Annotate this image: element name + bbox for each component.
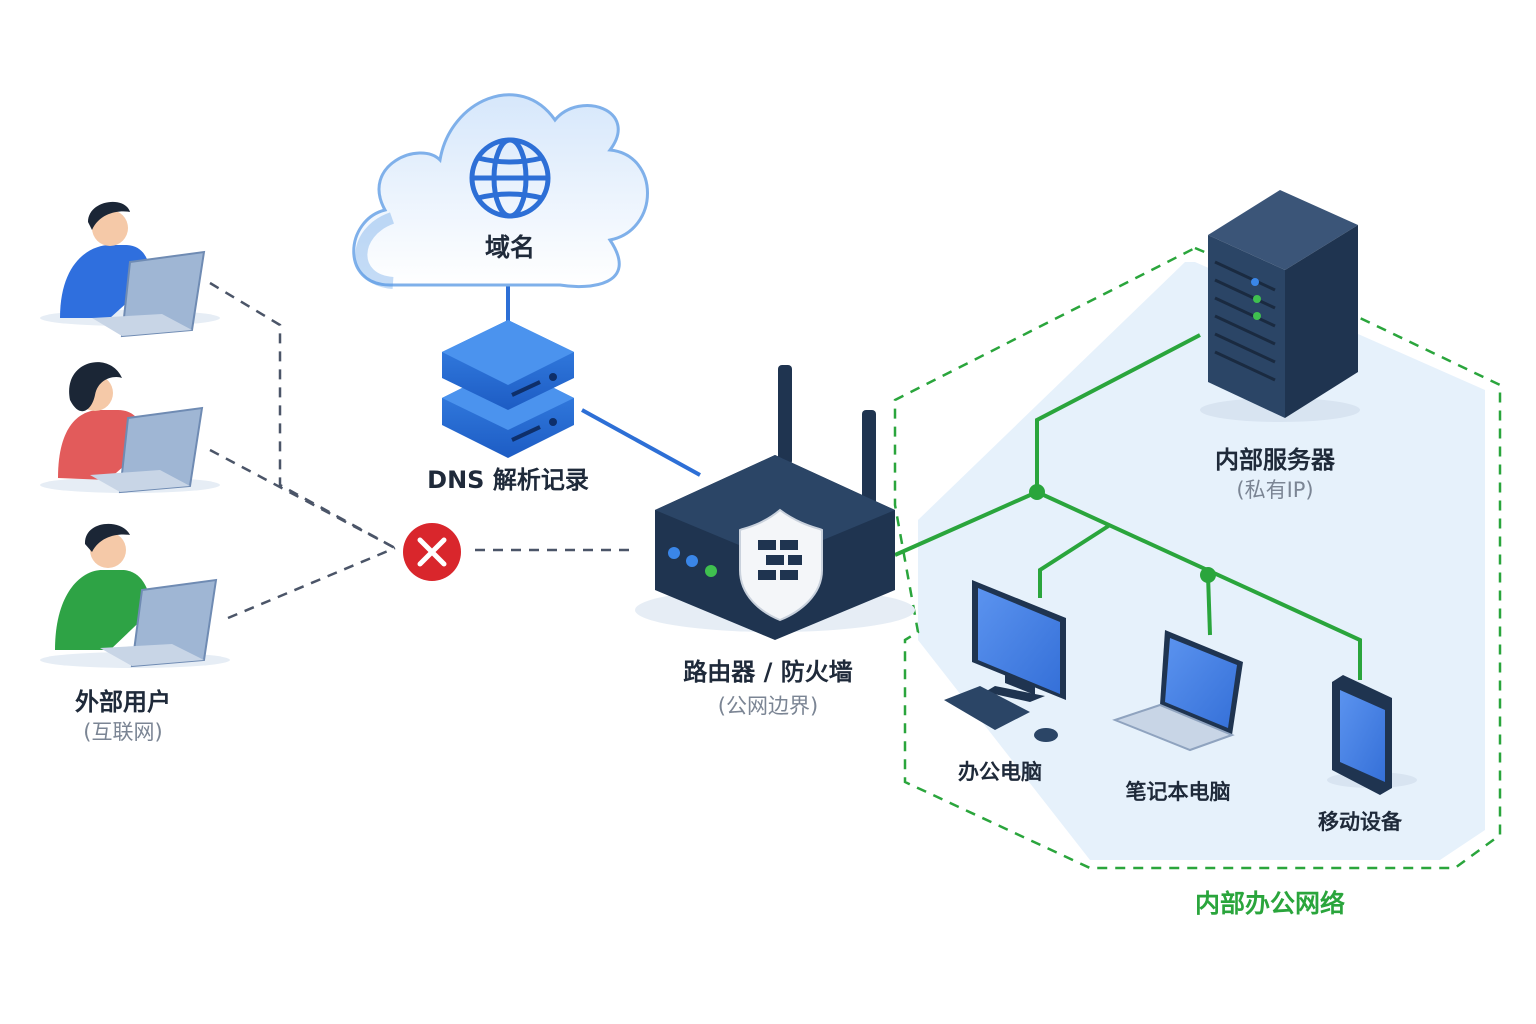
firewall-shield-icon (739, 508, 823, 622)
external-users-label: 外部用户 (75, 688, 171, 716)
user-icon (40, 362, 220, 494)
connection-user2 (209, 448, 396, 550)
laptop-icon (100, 578, 218, 668)
tablet-icon (1327, 675, 1417, 795)
mobile-device-label: 移动设备 (1318, 810, 1402, 834)
cloud-icon (352, 93, 649, 289)
dashed-connections (209, 281, 630, 620)
user-icon (40, 523, 230, 668)
network-junction (1029, 484, 1045, 500)
internal-network-label: 内部办公网络 (1194, 889, 1346, 918)
dns-record-label: DNS 解析记录 (427, 466, 589, 494)
server-rack-icon (1200, 190, 1360, 422)
laptop-label: 笔记本电脑 (1125, 780, 1231, 804)
user-icon (40, 201, 220, 338)
internal-server-label: 内部服务器 (1215, 446, 1335, 474)
dns-to-router-link (581, 408, 701, 477)
blocked-icon (403, 523, 461, 581)
globe-icon (469, 137, 551, 219)
network-junction (1200, 567, 1216, 583)
connection-user3 (227, 546, 396, 620)
router-sublabel: (公网边界) (717, 694, 819, 718)
router-icon (635, 365, 915, 640)
domain-label: 域名 (484, 233, 536, 262)
external-users-sublabel: (互联网) (83, 720, 163, 744)
laptop-icon (1112, 630, 1243, 752)
green-network-links (894, 333, 1362, 680)
router-label: 路由器 / 防火墙 (683, 658, 853, 686)
desktop-icon (944, 580, 1066, 742)
connection-user1 (209, 281, 396, 550)
dns-server-icon (442, 320, 574, 458)
internal-server-sublabel: (私有IP) (1236, 478, 1314, 502)
laptop-icon (92, 250, 206, 338)
office-pc-label: 办公电脑 (958, 760, 1042, 784)
laptop-icon (90, 406, 204, 494)
